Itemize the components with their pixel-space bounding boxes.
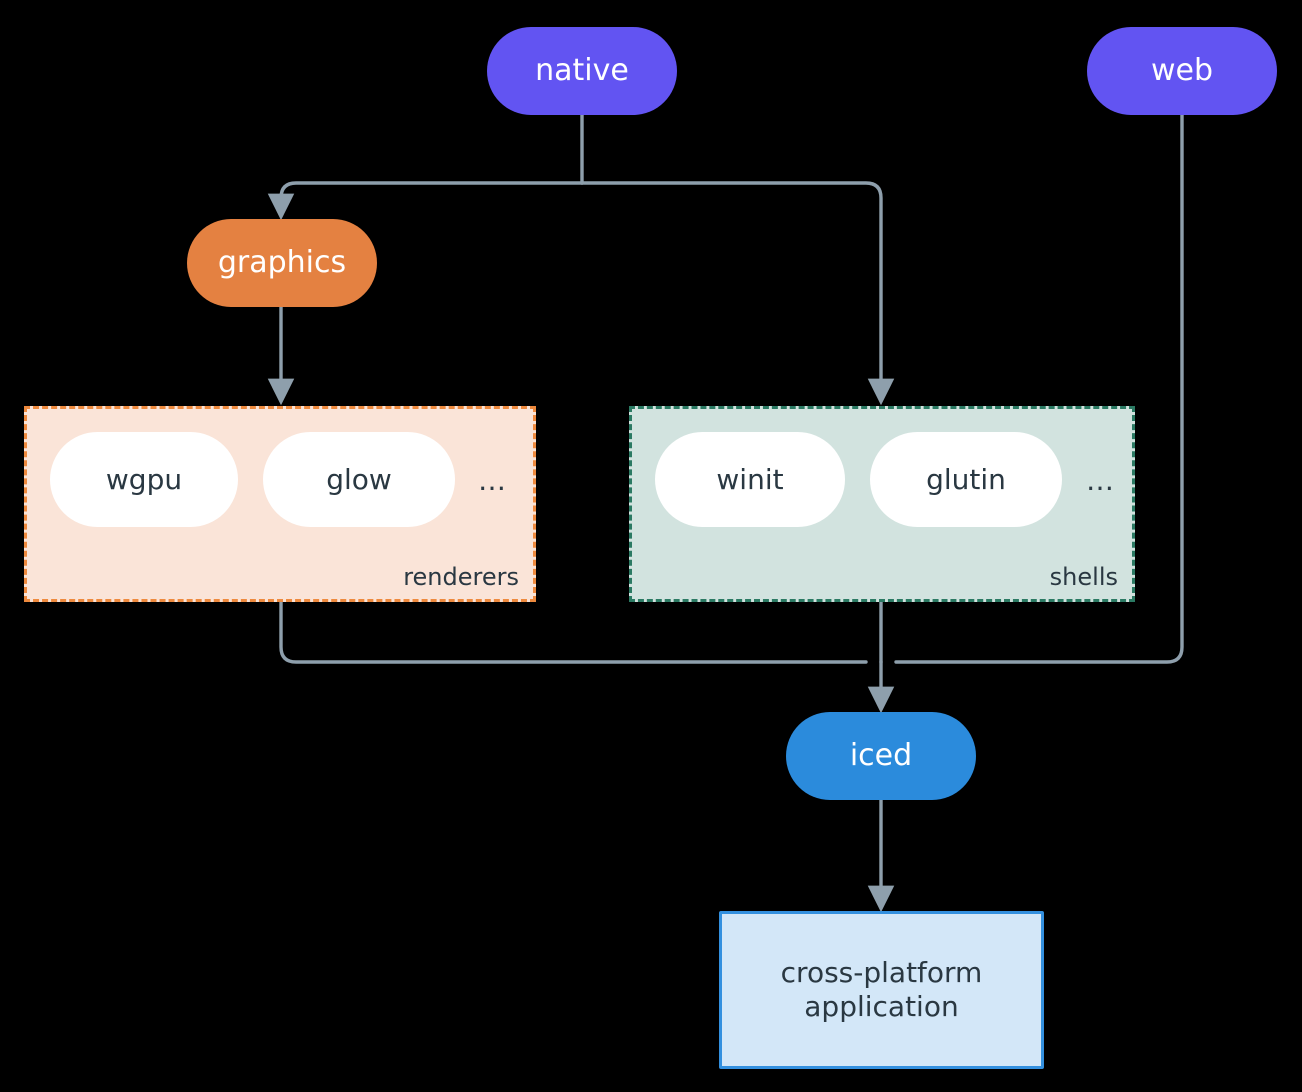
edge-native-to-shells	[580, 181, 895, 406]
application-label-line1: cross-platform	[780, 955, 983, 989]
node-wgpu[interactable]: wgpu	[50, 432, 238, 527]
edge-web-to-iced	[894, 113, 1184, 664]
node-cross-platform-application[interactable]: cross-platform application	[719, 911, 1044, 1069]
node-glutin-label: glutin	[926, 463, 1006, 496]
node-iced-label: iced	[849, 737, 913, 773]
cluster-renderers-label: renderers	[403, 563, 519, 591]
node-web-label: web	[1150, 52, 1214, 88]
node-native[interactable]: native	[487, 27, 677, 115]
node-winit[interactable]: winit	[655, 432, 845, 527]
application-label-line2: application	[804, 990, 959, 1023]
node-native-label: native	[535, 52, 629, 88]
shells-overflow-ellipsis: …	[1086, 464, 1115, 497]
node-iced[interactable]: iced	[786, 712, 976, 800]
renderers-overflow-ellipsis: …	[478, 464, 507, 497]
node-graphics[interactable]: graphics	[187, 219, 377, 307]
node-glow[interactable]: glow	[263, 432, 455, 527]
cluster-shells-label: shells	[1049, 563, 1118, 591]
edge-native-to-graphics	[267, 181, 584, 221]
edge-renderers-to-iced	[279, 600, 868, 664]
node-glow-label: glow	[326, 463, 392, 496]
node-winit-label: winit	[716, 463, 784, 496]
node-graphics-label: graphics	[217, 244, 347, 280]
node-web[interactable]: web	[1087, 27, 1277, 115]
node-glutin[interactable]: glutin	[870, 432, 1062, 527]
node-wgpu-label: wgpu	[105, 463, 183, 496]
